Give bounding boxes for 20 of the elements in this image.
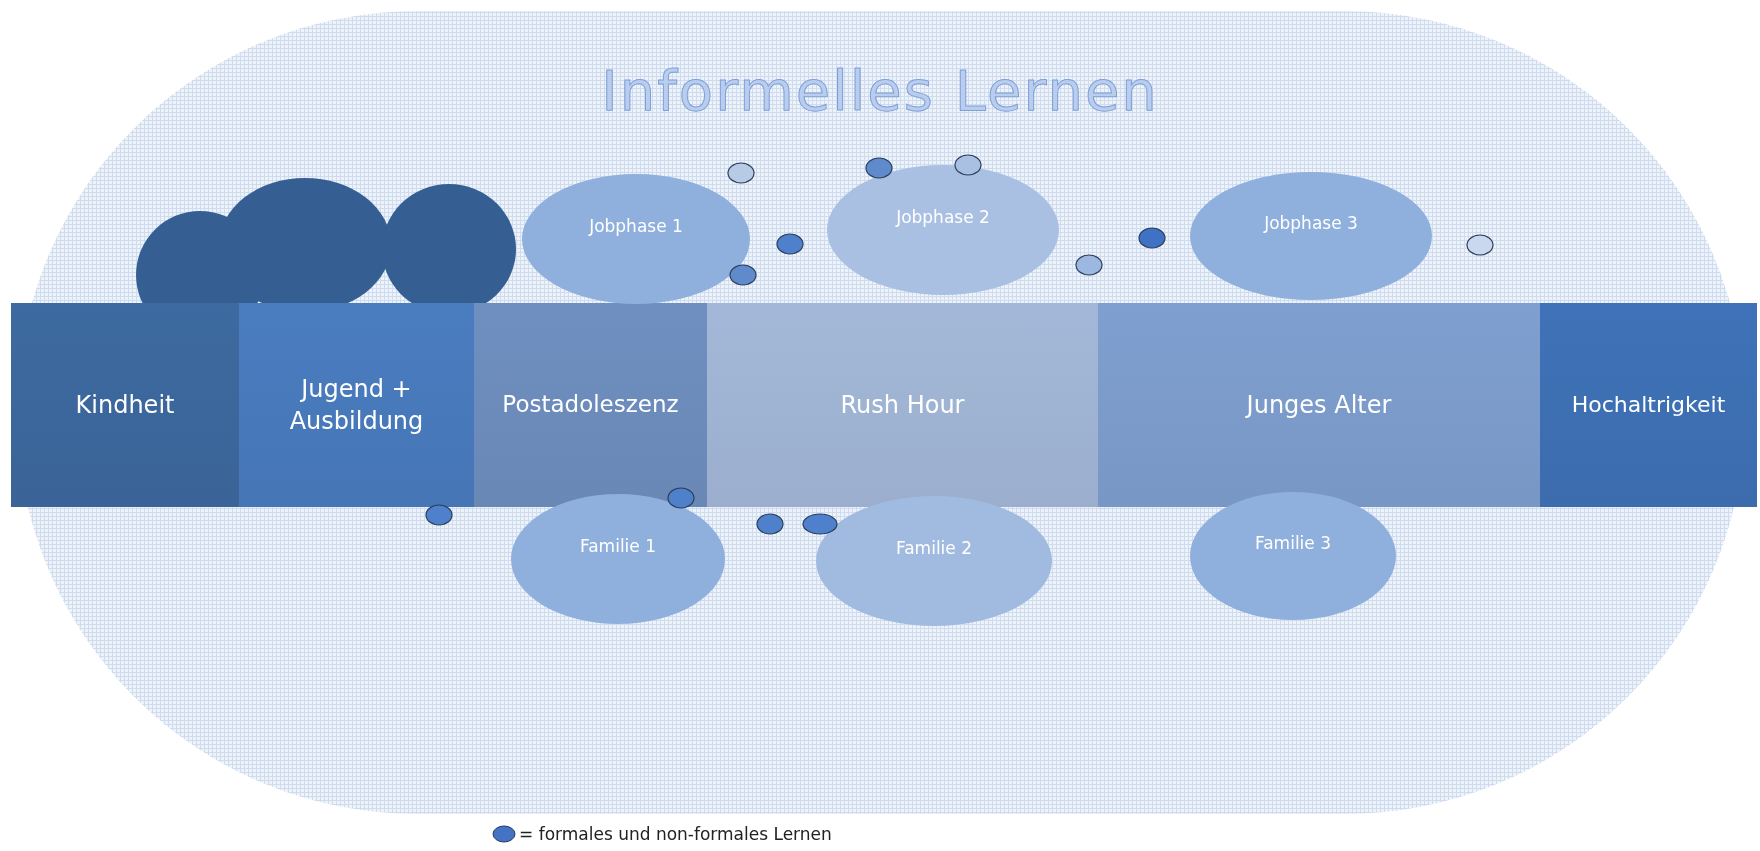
- stage-label: Jobphase 1: [589, 214, 683, 238]
- stage-label: Familie 2: [895, 536, 972, 560]
- stage-label: Rush Hour: [840, 389, 965, 421]
- title: Informelles Lernen: [600, 58, 1160, 123]
- life-stage-bar: [474, 303, 707, 507]
- stage-label: Jobphase 3: [1264, 211, 1358, 235]
- stage-label: Junges Alter: [1246, 389, 1392, 421]
- stage-label: Familie 3: [1254, 531, 1331, 555]
- stage-label: Kindheit: [75, 389, 175, 421]
- stage-label: Hochaltrigkeit: [1571, 391, 1726, 420]
- life-stage-bar: [1540, 303, 1757, 507]
- life-stage-bar: [1098, 303, 1540, 507]
- life-stage-bar: [11, 303, 239, 507]
- life-stage-bar: [707, 303, 1098, 507]
- stage-label: Jobphase 2: [896, 205, 990, 229]
- stage-label: Postadoleszenz: [502, 390, 679, 420]
- stage-label: Familie 1: [579, 534, 656, 558]
- life-stage-bar: [239, 303, 474, 507]
- stage-label: Jugend + Ausbildung: [288, 373, 425, 437]
- legend-text: = formales und non-formales Lernen: [519, 824, 832, 844]
